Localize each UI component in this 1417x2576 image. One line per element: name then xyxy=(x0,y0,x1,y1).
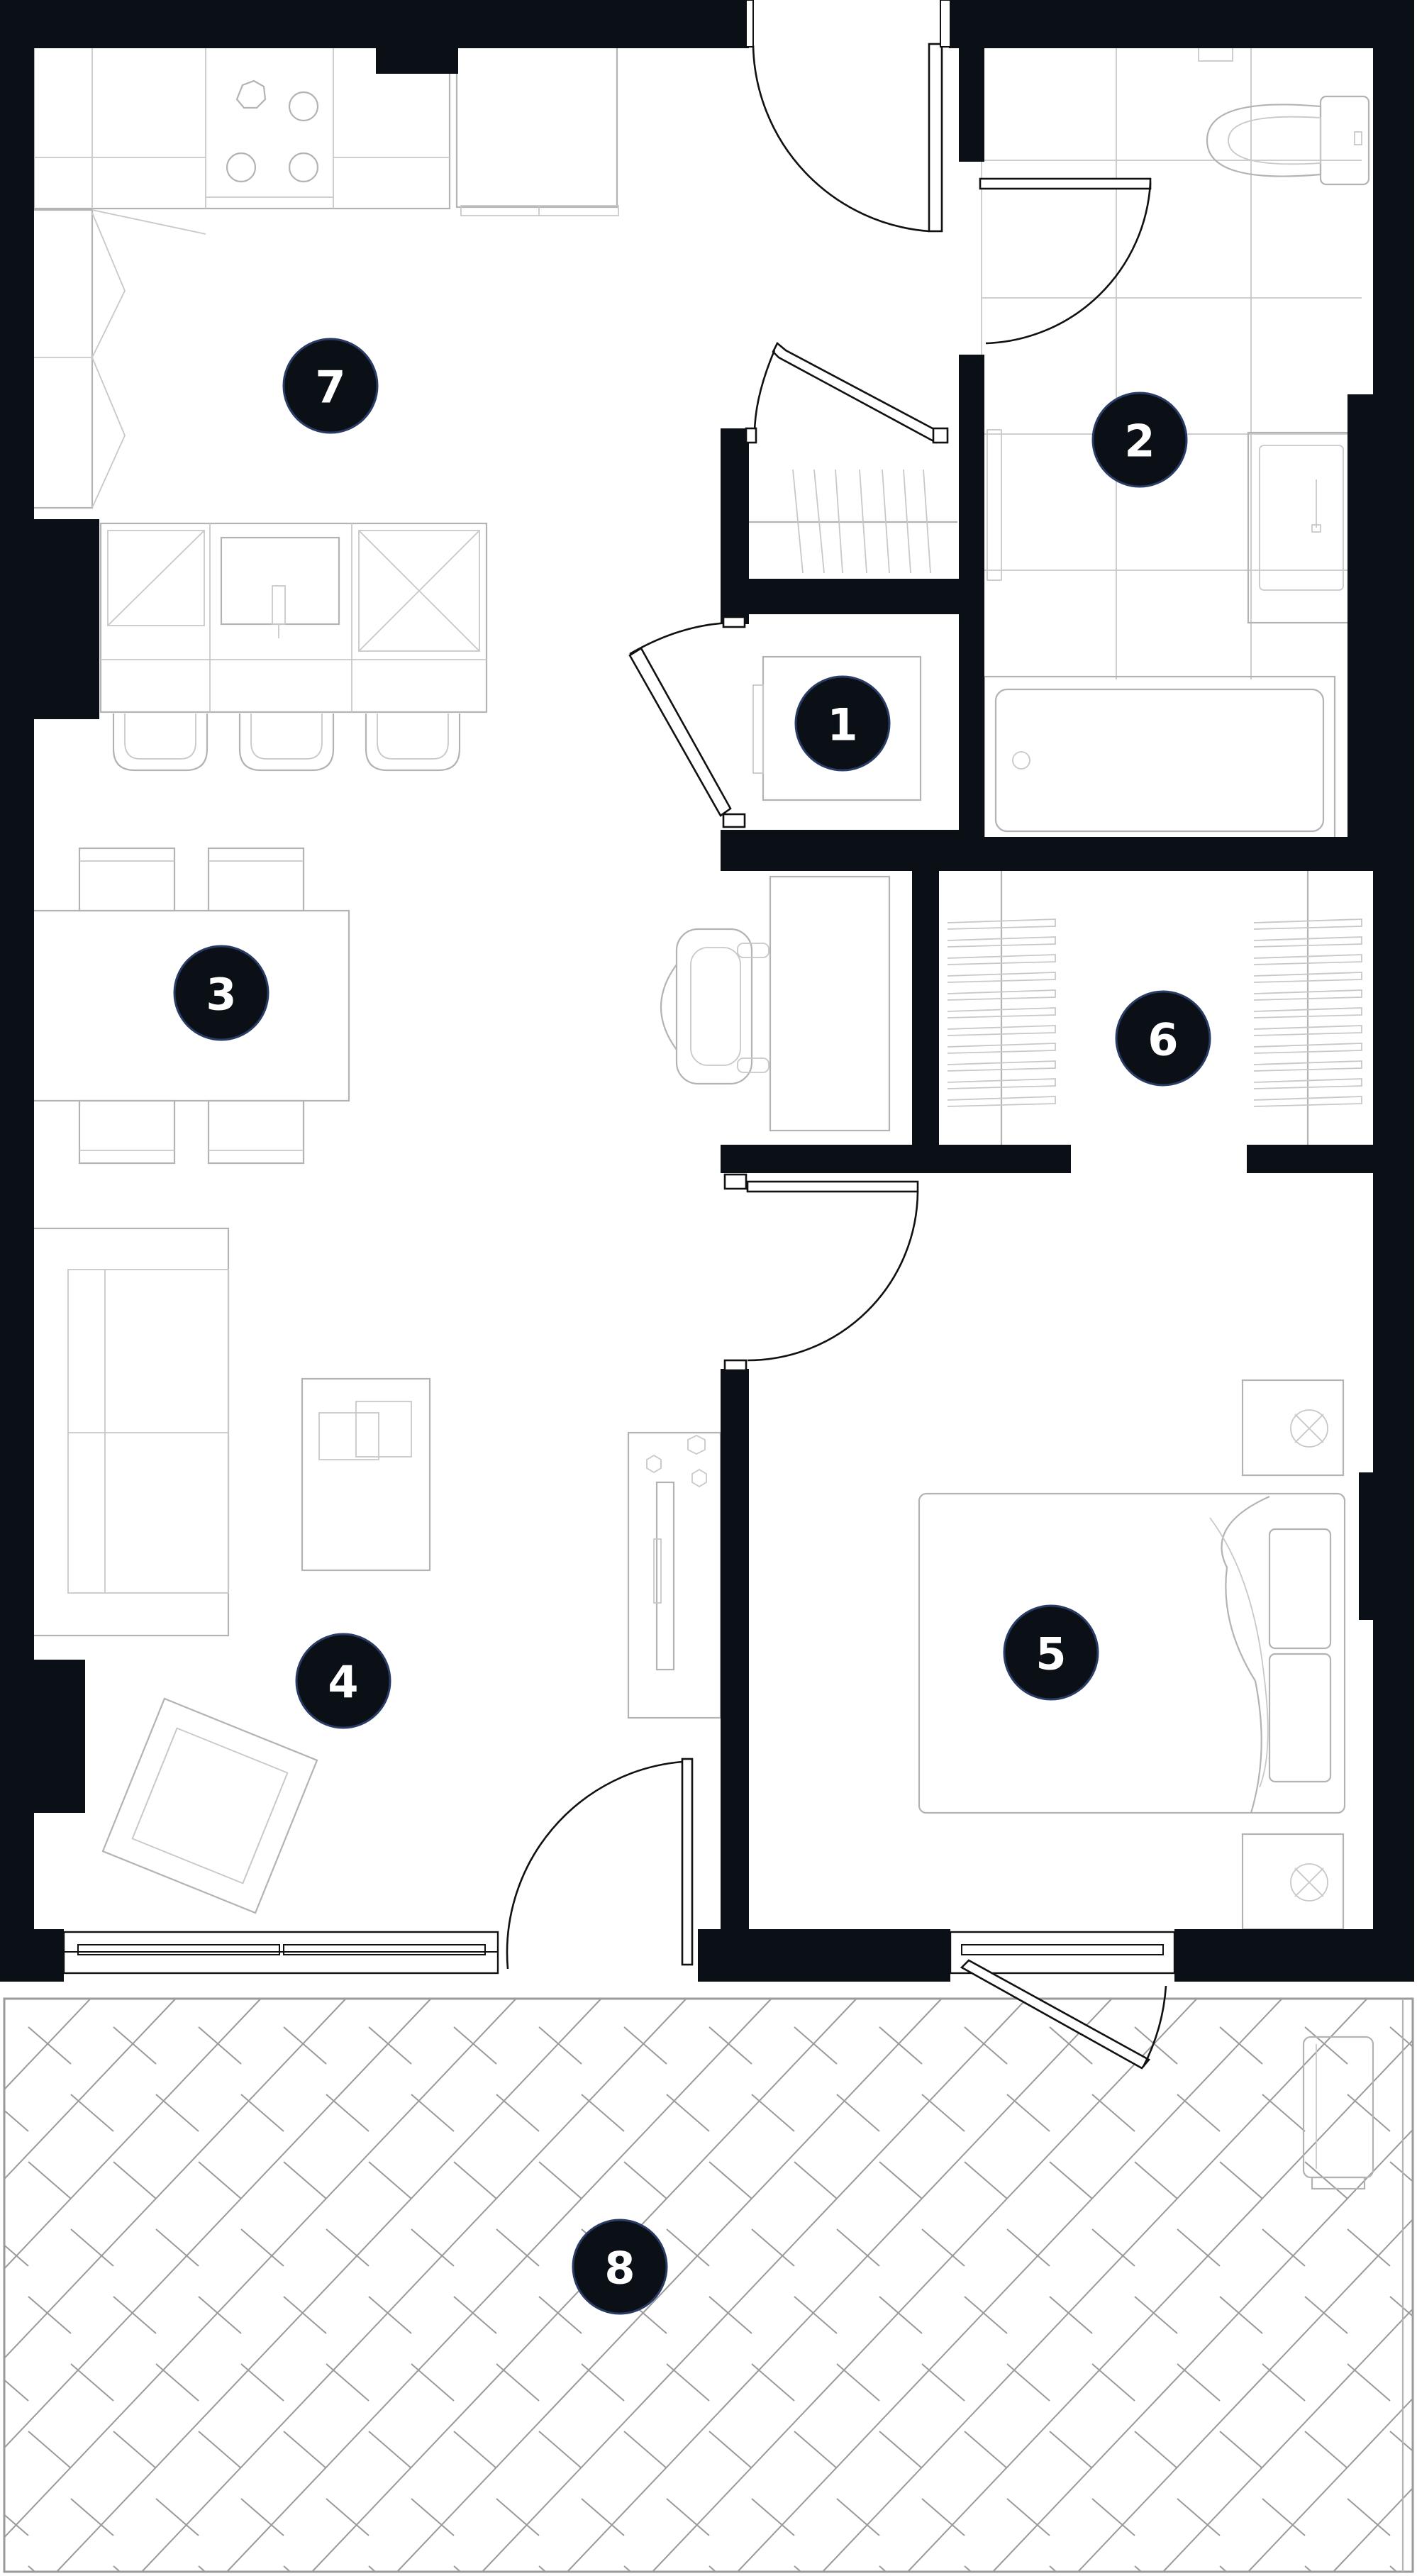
washer xyxy=(752,655,922,801)
room-marker-2-label: 2 xyxy=(1124,416,1155,467)
nightstand-top xyxy=(1241,1379,1345,1477)
bar-stools xyxy=(112,714,461,772)
door-bathroom[interactable] xyxy=(979,177,1152,345)
bed xyxy=(918,1492,1346,1814)
stove-burners xyxy=(226,79,319,183)
room-marker-6-label: 6 xyxy=(1148,1014,1178,1066)
room-marker-8-label: 8 xyxy=(604,2243,635,2294)
outdoor-chair xyxy=(1302,2036,1374,2190)
room-marker-2: 2 xyxy=(1091,392,1188,488)
room-marker-4: 4 xyxy=(295,1633,391,1729)
walls xyxy=(0,0,1414,1982)
door-laundry[interactable] xyxy=(628,616,746,828)
window-bedroom xyxy=(949,1931,1176,1975)
room-marker-6: 6 xyxy=(1115,990,1211,1087)
room-marker-1: 1 xyxy=(794,675,891,772)
closet-rack-left xyxy=(947,871,1056,1149)
room-marker-4-label: 4 xyxy=(328,1657,358,1709)
door-bedroom[interactable] xyxy=(723,1173,919,1372)
tv-console xyxy=(627,1431,722,1719)
room-marker-7: 7 xyxy=(282,338,379,434)
room-marker-5: 5 xyxy=(1003,1604,1099,1701)
room-marker-5-label: 5 xyxy=(1035,1628,1066,1680)
door-balcony-living[interactable] xyxy=(506,1758,694,1970)
door-balcony-bedroom[interactable] xyxy=(960,1959,1167,2070)
refrigerator xyxy=(455,45,619,216)
nightstand-bottom xyxy=(1241,1833,1345,1931)
office-chair xyxy=(660,928,769,1085)
sofa xyxy=(30,1227,230,1637)
closet-rack-hall xyxy=(746,469,957,574)
bathtub xyxy=(983,675,1336,845)
terrace-deck-pattern xyxy=(4,1999,1413,2572)
kitchen-island xyxy=(99,522,488,714)
kitchen-side-cabinets xyxy=(30,209,206,509)
door-entry[interactable] xyxy=(745,0,951,233)
room-marker-3-label: 3 xyxy=(206,969,236,1021)
toilet xyxy=(1198,46,1370,186)
window-living xyxy=(62,1931,499,1975)
room-marker-8: 8 xyxy=(572,2219,668,2315)
armchair xyxy=(101,1697,318,1914)
room-marker-3: 3 xyxy=(173,945,269,1041)
closet-rack-right xyxy=(1253,871,1362,1149)
bathroom-tile-grid xyxy=(981,47,1362,679)
door-hall-closet[interactable] xyxy=(745,341,949,444)
room-marker-7-label: 7 xyxy=(315,362,345,413)
desk xyxy=(769,875,891,1132)
coffee-table xyxy=(301,1377,431,1572)
room-marker-1-label: 1 xyxy=(827,699,857,751)
terrace-area xyxy=(3,1997,1414,2573)
kitchen-sink xyxy=(220,536,340,638)
